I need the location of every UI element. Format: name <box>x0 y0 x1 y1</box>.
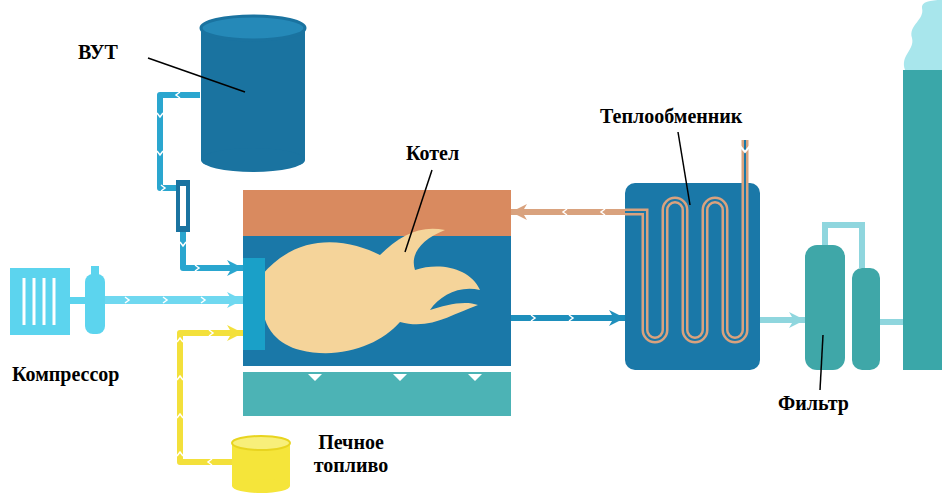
compressor-node: Компрессор <box>10 268 105 335</box>
flow-chevron <box>531 315 535 321</box>
filter <box>805 225 880 370</box>
flow-chevrons <box>563 209 605 215</box>
compressor <box>10 266 105 335</box>
part-label: Фильтр <box>778 392 849 415</box>
flow-chevron <box>195 265 199 271</box>
fuel-tank <box>201 16 305 172</box>
boiler <box>243 190 511 416</box>
stove-fuel-tank <box>232 436 290 493</box>
flow-chevron <box>569 315 573 321</box>
flow-chevron <box>157 113 163 117</box>
chimney <box>903 70 942 370</box>
exhaust-pipe <box>880 319 903 325</box>
flow-chevron <box>163 297 167 303</box>
pipe-connector <box>105 296 243 304</box>
part-label: ВУТ <box>78 41 118 64</box>
stove-fuel-node: Печное топливо <box>232 435 292 493</box>
part-label: Компрессор <box>12 363 119 386</box>
boiler-node: Котел <box>243 190 511 416</box>
filter-node: Фильтр <box>805 225 880 370</box>
pipe-connector <box>760 317 805 323</box>
flame <box>262 229 480 353</box>
flow-chevrons <box>531 315 573 321</box>
part-label: Теплообменник <box>600 105 742 128</box>
flow-chevron <box>180 242 186 246</box>
flow-chevron <box>177 338 183 342</box>
smoke <box>904 0 942 70</box>
leader-line <box>678 132 690 205</box>
flow-chevron <box>177 414 183 418</box>
flow-chevron <box>601 209 605 215</box>
burner <box>243 258 265 350</box>
flow-chevrons <box>177 330 213 465</box>
flow-chevron <box>157 151 163 155</box>
flow-chevron <box>176 92 180 98</box>
pipe-connector <box>511 315 625 321</box>
valve <box>176 180 190 232</box>
part-label: Печное топливо <box>292 431 410 477</box>
flow-chevron <box>201 297 205 303</box>
flow-chevron <box>177 452 183 456</box>
fuel-tank-node: ВУТ <box>200 15 305 173</box>
leader-line <box>820 335 823 390</box>
heat-exchanger <box>625 140 760 370</box>
flow-chevron <box>177 376 183 380</box>
flow-chevron <box>208 459 212 465</box>
leader-line <box>148 58 245 92</box>
flow-chevrons <box>125 297 205 303</box>
pipe-connector <box>180 333 243 462</box>
part-label: Котел <box>406 142 459 165</box>
flow-chevron <box>563 209 567 215</box>
pipe-connector <box>511 209 625 215</box>
flow-chevron <box>161 185 165 191</box>
leader-line <box>405 170 432 252</box>
heat-exchanger-node: Теплообменник <box>625 183 760 370</box>
flow-chevron <box>209 330 213 336</box>
flow-chevrons <box>157 92 199 271</box>
pipe-connector <box>160 95 243 268</box>
flow-chevron <box>125 297 129 303</box>
